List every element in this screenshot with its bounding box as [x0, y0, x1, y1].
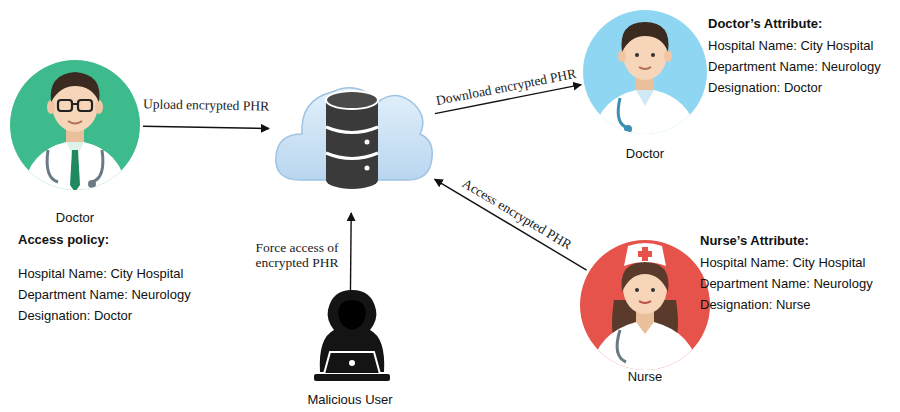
- cloud-server: [276, 88, 432, 189]
- doctor-avatar: [583, 10, 707, 145]
- doctor-node: DoctorAccess policy:Hospital Name: City …: [10, 60, 140, 190]
- hacker-figure: [314, 290, 390, 381]
- edge-label: Force access of encrypted PHR: [245, 240, 349, 270]
- attribute-line: Designation: Doctor: [708, 80, 822, 96]
- attribute-line: Department Name: Neurology: [700, 276, 873, 292]
- edge-label: Access encrypted PHR: [458, 175, 576, 254]
- node-name: Nurse: [628, 369, 663, 385]
- edge-label: Upload encrypted PHR: [139, 97, 273, 114]
- node-name: Doctor: [56, 210, 94, 226]
- nurse-avatar: [580, 240, 710, 380]
- attribute-heading: Doctor’s Attribute:: [708, 16, 822, 32]
- attribute-heading: Nurse’s Attribute:: [700, 233, 809, 249]
- edge-label: Download encrypted PHR: [432, 66, 579, 109]
- attribute-line: Hospital Name: City Hospital: [708, 38, 873, 54]
- attribute-line: Designation: Doctor: [18, 308, 132, 324]
- attribute-line: Department Name: Neurology: [18, 287, 191, 303]
- arrow-connector: [435, 179, 587, 270]
- nurse-node: NurseNurse’s Attribute:Hospital Name: Ci…: [580, 240, 710, 370]
- doctor-node: DoctorDoctor’s Attribute:Hospital Name: …: [583, 10, 707, 134]
- attribute-line: Designation: Nurse: [700, 297, 811, 313]
- attribute-line: Hospital Name: City Hospital: [700, 255, 865, 271]
- attacker-node: Malicious User: [305, 300, 395, 385]
- cloud-node: [272, 50, 432, 210]
- attribute-line: Hospital Name: City Hospital: [18, 266, 183, 282]
- node-name: Doctor: [626, 146, 664, 162]
- arrow-connector: [350, 213, 352, 297]
- node-name: Malicious User: [307, 392, 392, 408]
- doctor-avatar: [10, 60, 140, 200]
- arrow-connector: [143, 126, 269, 128]
- attribute-heading: Access policy:: [18, 232, 109, 248]
- attribute-line: Department Name: Neurology: [708, 59, 881, 75]
